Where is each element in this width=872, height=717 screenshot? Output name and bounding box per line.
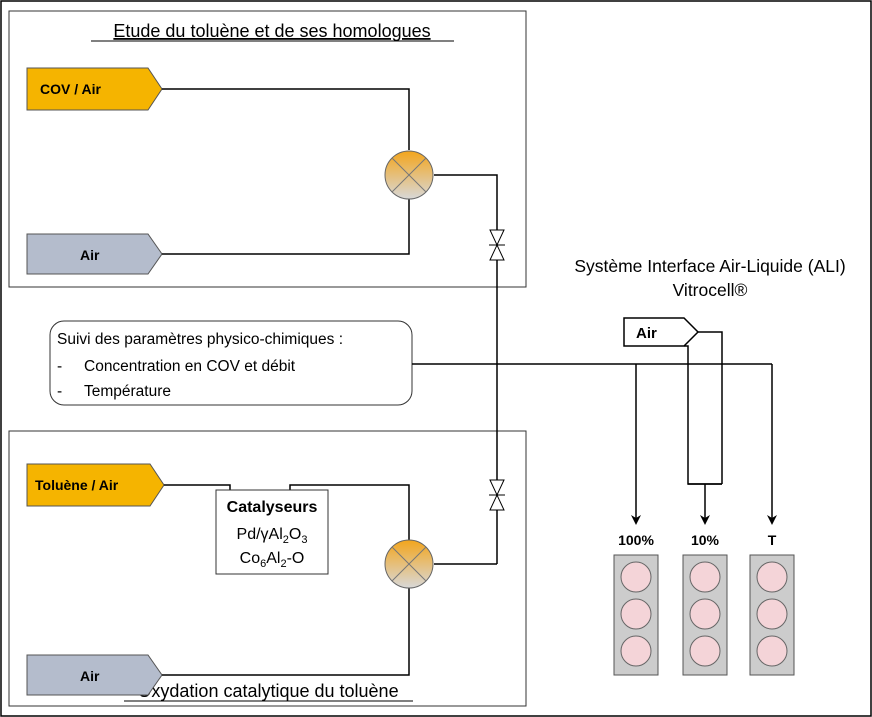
bottom-pipe-toluene (164, 484, 231, 490)
air-top-source-shape (26, 233, 163, 275)
monitoring-bullet-1: - (57, 358, 62, 375)
monitoring-item-1: Concentration en COV et débit (84, 358, 296, 375)
ali-pipe-inner (684, 345, 722, 485)
catalyst-box (215, 489, 329, 575)
catalyst-line-2: Co6Al2-O (240, 550, 305, 570)
well-plate-100 (613, 554, 659, 676)
bottom-valve (489, 479, 505, 511)
bottom-pipe-catalyst-out (289, 484, 410, 540)
bottom-mixer-cross-b (391, 546, 427, 582)
bottom-pipe-air (162, 588, 410, 676)
cov-air-source-label: COV / Air (40, 81, 101, 97)
air-bottom-source-shape (26, 654, 163, 696)
top-section-title: Etude du toluène et de ses homologues (113, 21, 430, 41)
ali-title-line2: Vitrocell® (673, 280, 748, 300)
air-bottom-source-label: Air (80, 668, 100, 684)
top-pipe-cov (162, 88, 410, 150)
monitoring-bullet-2: - (57, 383, 62, 400)
well-label-100: 100% (618, 532, 654, 548)
toluene-air-source-shape (26, 463, 165, 507)
well-label-10: 10% (691, 532, 720, 548)
monitoring-title: Suivi des paramètres physico-chimiques : (57, 331, 343, 348)
monitoring-box (49, 320, 413, 406)
top-section-box (8, 10, 527, 288)
catalyst-line-1: Pd/γAl2O3 (237, 526, 308, 546)
well-plate-10 (682, 554, 728, 676)
bottom-section-title: Oxydation catalytique du toluène (137, 681, 398, 701)
monitoring-item-2: Température (84, 383, 171, 400)
ali-title-line1: Système Interface Air-Liquide (ALI) (574, 256, 845, 276)
ali-air-source-label: Air (636, 325, 657, 342)
ali-pipe-outer (698, 331, 723, 484)
well-label-t: T (768, 532, 777, 548)
well-plate-t (749, 554, 795, 676)
toluene-air-source-label: Toluène / Air (35, 477, 119, 493)
top-mixer-cross-b (391, 157, 427, 193)
catalyst-title: Catalyseurs (227, 499, 318, 516)
top-pipe-air (162, 199, 410, 255)
top-valve (489, 229, 505, 261)
ali-air-source-shape (623, 317, 700, 347)
cov-air-source-shape (26, 67, 163, 111)
top-pipe-out (434, 174, 498, 564)
bottom-section-box (8, 430, 527, 707)
air-top-source-label: Air (80, 247, 100, 263)
